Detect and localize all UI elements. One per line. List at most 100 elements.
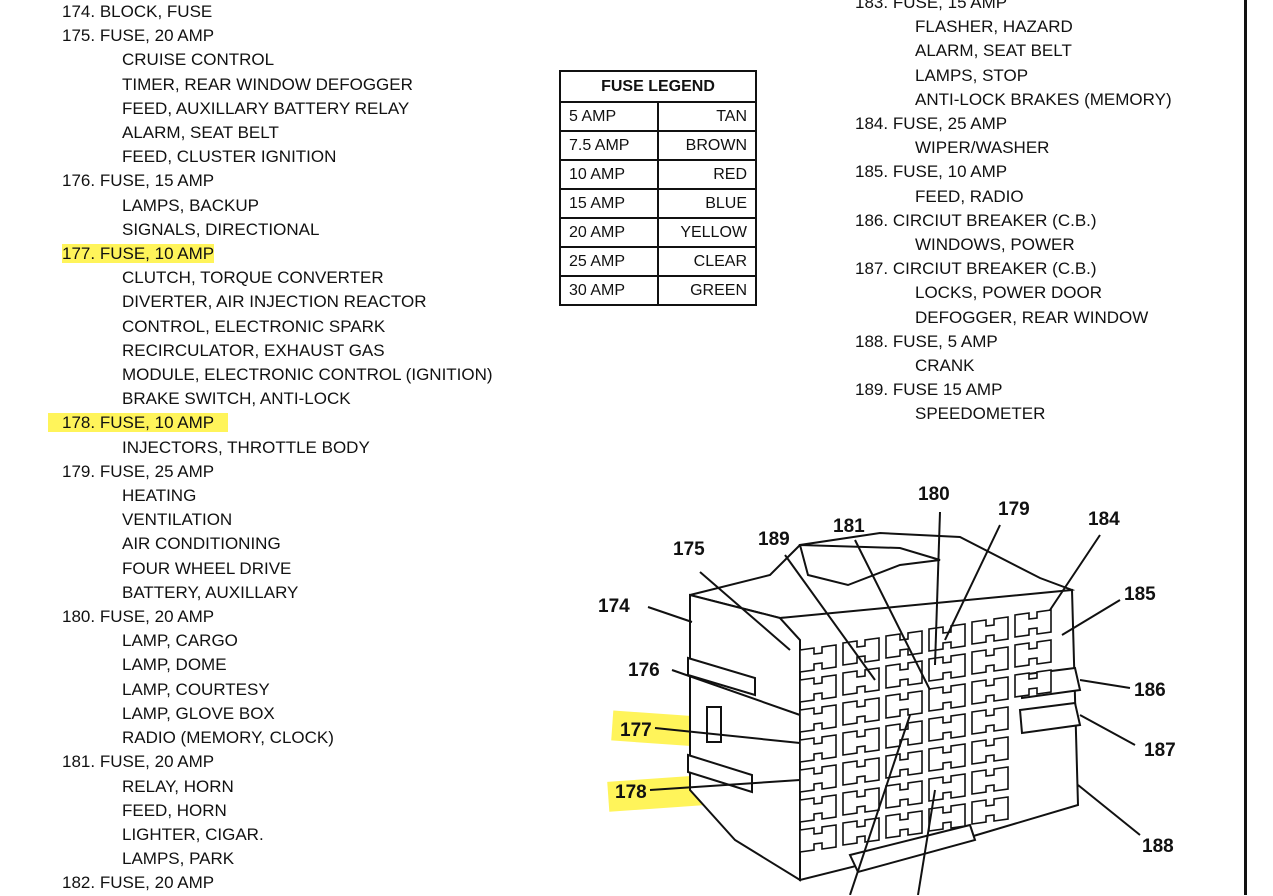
fuse-slot xyxy=(842,637,880,666)
entry-sub-item: SPEEDOMETER xyxy=(915,404,1046,424)
entry-sub-item: WINDOWS, POWER xyxy=(915,235,1075,255)
entry-heading-text: 188. FUSE, 5 AMP xyxy=(855,332,998,351)
entry-sub-item: ANTI-LOCK BRAKES (MEMORY) xyxy=(915,89,1172,109)
callout-181: 181 xyxy=(833,516,865,537)
entry-heading-text: 186. CIRCIUT BREAKER (C.B.) xyxy=(855,211,1097,230)
entry-number: 182. xyxy=(62,873,96,893)
right-list-entry: 188. FUSE, 5 AMP CRANK xyxy=(855,330,1172,378)
entry-heading-text: 181. FUSE, 20 AMP xyxy=(62,752,214,771)
entry-number: 176. xyxy=(62,171,96,191)
fuse-slot xyxy=(842,757,880,786)
entry-title: CIRCIUT BREAKER (C.B.) xyxy=(892,210,1097,230)
entry-number: 185. xyxy=(855,162,889,182)
legend-color: YELLOW xyxy=(657,217,757,248)
entry-number: 186. xyxy=(855,210,889,230)
entry-title: FUSE, 5 AMP xyxy=(892,331,998,351)
legend-amp: 15 AMP xyxy=(559,188,659,219)
legend-color: RED xyxy=(657,159,757,190)
callout-176: 176 xyxy=(628,660,660,681)
entry-heading-text: 175. FUSE, 20 AMP xyxy=(62,26,214,45)
entry-heading-text: 185. FUSE, 10 AMP xyxy=(855,162,1007,181)
entry-sub-item: FLASHER, HAZARD xyxy=(915,17,1073,37)
left-list-entry: 177. FUSE, 10 AMP CLUTCH, TORQUE CONVERTE… xyxy=(62,242,493,411)
fuse-slot xyxy=(971,616,1009,645)
entry-number: 175. xyxy=(62,26,96,46)
entry-number: 183. xyxy=(855,0,889,12)
entry-sub-item: CRUISE CONTROL xyxy=(122,50,275,70)
entry-title: FUSE, 10 AMP xyxy=(99,413,215,433)
entry-sub-item: MODULE, ELECTRONIC CONTROL (IGNITION) xyxy=(122,365,493,385)
entry-sub-item: CRANK xyxy=(915,356,975,376)
right-list-entry-head: 183. FUSE, 15 AMP xyxy=(855,0,1172,15)
callout-177: 177 xyxy=(620,720,652,741)
entry-sub-item: LAMP, COURTESY xyxy=(122,679,270,699)
fuse-block-body xyxy=(687,531,1082,882)
right-list-entry-head: 185. FUSE, 10 AMP xyxy=(855,160,1172,184)
left-list-entry: 174. BLOCK, FUSE xyxy=(62,0,493,24)
entry-sub-item: FEED, AUXILLARY BATTERY RELAY xyxy=(122,98,410,118)
entry-sub-item: RADIO (MEMORY, CLOCK) xyxy=(122,728,334,748)
fuse-slot xyxy=(928,683,966,712)
fuse-slot xyxy=(928,713,966,742)
entry-sub-item: LAMPS, PARK xyxy=(122,849,235,869)
callout-189: 189 xyxy=(758,529,790,550)
entry-sub-item: CLUTCH, TORQUE CONVERTER xyxy=(122,268,384,288)
legend-amp: 5 AMP xyxy=(559,101,659,132)
left-list-entry-head: 182. FUSE, 20 AMP xyxy=(62,871,493,895)
entry-sub-item: HEATING xyxy=(122,486,197,506)
fuse-slot xyxy=(885,630,923,659)
entry-sub-item: LAMPS, BACKUP xyxy=(122,195,259,215)
fuse-slot-grid xyxy=(799,609,1052,853)
fuse-slot xyxy=(842,727,880,756)
entry-sub-item: LAMP, GLOVE BOX xyxy=(122,703,275,723)
fuse-slot xyxy=(971,736,1009,765)
entry-sub-item: CONTROL, ELECTRONIC SPARK xyxy=(122,316,386,336)
entry-title: FUSE, 10 AMP xyxy=(99,244,215,264)
entry-title: BLOCK, FUSE xyxy=(99,2,213,21)
callout-178: 178 xyxy=(615,782,647,803)
entry-sub-item: AIR CONDITIONING xyxy=(122,534,281,554)
left-list-entry-head: 175. FUSE, 20 AMP xyxy=(62,24,493,48)
entry-number: 177. xyxy=(62,244,96,264)
callout-187: 187 xyxy=(1144,740,1176,761)
entry-heading-text: 177. FUSE, 10 AMP xyxy=(62,244,215,264)
entry-number: 180. xyxy=(62,607,96,627)
right-list-entry: 187. CIRCIUT BREAKER (C.B.) LOCKS, POWER … xyxy=(855,257,1172,330)
entry-number: 189. xyxy=(855,380,889,400)
legend-amp: 10 AMP xyxy=(559,159,659,190)
right-list-entry: 186. CIRCIUT BREAKER (C.B.) WINDOWS, POWE… xyxy=(855,209,1172,257)
entry-sub-item: LOCKS, POWER DOOR xyxy=(915,283,1103,303)
entry-sub-item: BATTERY, AUXILLARY xyxy=(122,582,299,602)
entry-number: 184. xyxy=(855,114,889,134)
fuse-slot xyxy=(971,706,1009,735)
entry-heading-text: 187. CIRCIUT BREAKER (C.B.) xyxy=(855,259,1097,278)
fuse-slot xyxy=(971,766,1009,795)
entry-heading-text: 183. FUSE, 15 AMP xyxy=(855,0,1007,12)
entry-sub-item: DIVERTER, AIR INJECTION REACTOR xyxy=(122,292,427,312)
callout-175: 175 xyxy=(673,539,705,560)
legend-color: BLUE xyxy=(657,188,757,219)
entry-number: 174. xyxy=(62,2,96,21)
entry-heading-text: 174. BLOCK, FUSE xyxy=(62,2,212,21)
left-fuse-list: 174. BLOCK, FUSE 175. FUSE, 20 AMP CRUISE … xyxy=(48,0,493,896)
entry-heading-text: 184. FUSE, 25 AMP xyxy=(855,114,1007,133)
entry-heading-text: 180. FUSE, 20 AMP xyxy=(62,607,214,626)
leader-lines xyxy=(647,511,1141,895)
entry-heading-text: 178. FUSE, 10 AMP xyxy=(48,413,229,433)
fuse-slot xyxy=(928,773,966,802)
entry-sub-item: SIGNALS, DIRECTIONAL xyxy=(122,219,320,239)
entry-sub-item: LAMP, CARGO xyxy=(122,631,238,651)
left-list-entry-head: 178. FUSE, 10 AMP xyxy=(48,411,493,435)
